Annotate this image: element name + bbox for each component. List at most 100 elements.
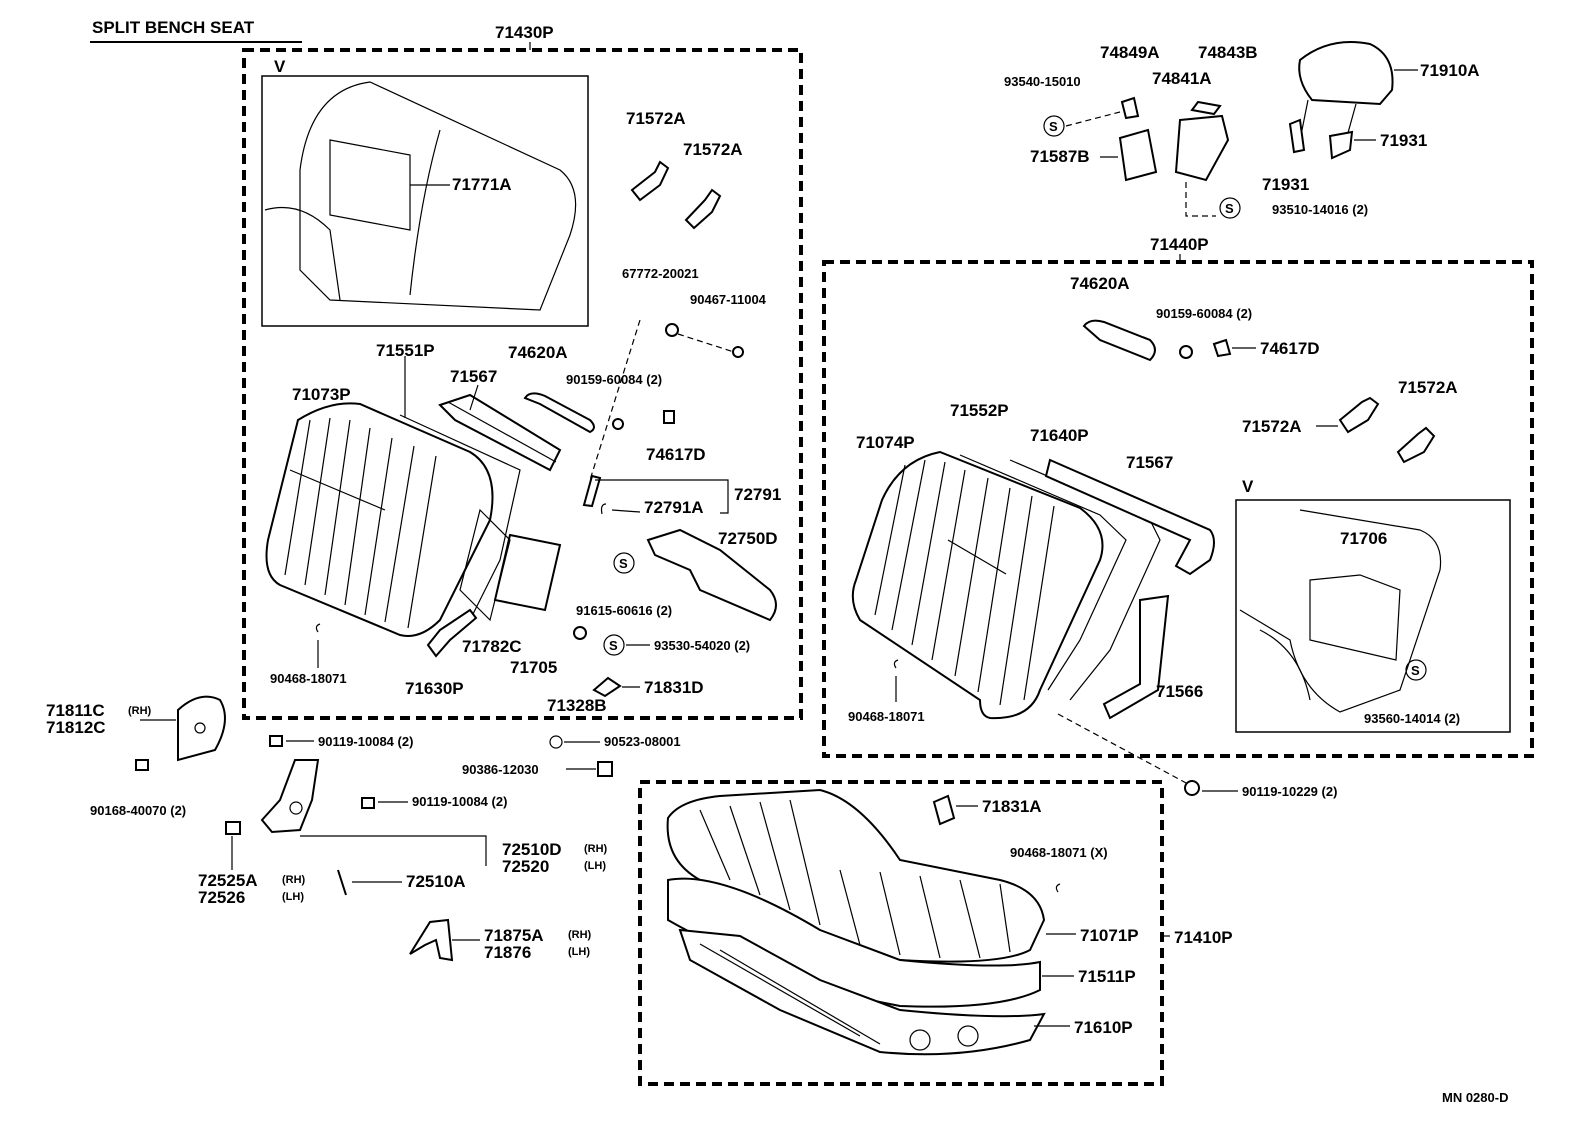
label-lh-71876: (LH) (568, 946, 590, 958)
inset-right-seat (1239, 509, 1442, 713)
label-71610P: 71610P (1074, 1018, 1133, 1037)
label-71567-l: 71567 (450, 367, 497, 386)
frame-hole (957, 1025, 979, 1047)
bolt-90119-a (269, 735, 283, 747)
label-71073P: 71073P (292, 385, 351, 404)
label-74841A: 74841A (1152, 69, 1212, 88)
label-rh-71811C: (RH) (128, 705, 152, 717)
board-71705 (493, 533, 562, 612)
inset-left-letter: V (274, 57, 286, 76)
clip-90467 (732, 346, 744, 358)
s-mark-93540 (1043, 115, 1065, 137)
label-71566: 71566 (1156, 682, 1203, 701)
label-lh-72520: (LH) (584, 860, 606, 872)
label-71551P: 71551P (376, 341, 435, 360)
label-74620A-r: 74620A (1070, 274, 1130, 293)
label-71511P: 71511P (1078, 967, 1136, 986)
seatback-71073P (265, 402, 494, 637)
assembly-71430P-label: 71430P (495, 23, 554, 42)
label-71640P: 71640P (1030, 426, 1089, 445)
dashed-leader (677, 333, 735, 353)
rod-72791 (582, 474, 602, 508)
bolt-90159 (612, 418, 624, 430)
hinge-71630P (426, 608, 478, 658)
label-93540-15010: 93540-15010 (1004, 74, 1081, 89)
label-90119-10084-b: 90119-10084 (2) (412, 794, 507, 809)
label-91615-60616: 91615-60616 (2) (576, 603, 672, 618)
cover-71811C (177, 695, 226, 762)
label-90119-10084-a: 90119-10084 (2) (318, 734, 413, 749)
seatback-71074P (851, 450, 1104, 720)
label-lh-72526: (LH) (282, 891, 304, 903)
assembly-71410P-box (638, 780, 1164, 1086)
frame-71610P (678, 928, 1046, 1056)
label-74843B: 74843B (1198, 43, 1258, 62)
clip-74849A (1120, 96, 1140, 120)
cover-hole (194, 722, 206, 734)
clip-90468-l (315, 623, 321, 633)
cover-74843B (1190, 100, 1222, 116)
panel-71566 (1102, 594, 1170, 720)
leader-line (469, 384, 479, 411)
label-71931-a: 71931 (1262, 175, 1309, 194)
inset-right-box (1235, 499, 1511, 733)
cover-71831A (932, 794, 956, 826)
clip-67772 (665, 323, 679, 337)
s-mark-93530 (603, 634, 625, 656)
support-71931-a (1288, 118, 1306, 154)
clip-74617D-r (1212, 338, 1232, 358)
label-71572A-2: 71572A (683, 140, 743, 159)
label-71875A: 71875A (484, 926, 544, 945)
s-mark-93560 (1405, 659, 1427, 681)
label-93530-54020: 93530-54020 (2) (654, 638, 750, 653)
bolt-90159-r (1179, 345, 1193, 359)
cover-72525A (225, 821, 241, 835)
bracket-71572A-3 (1338, 396, 1380, 434)
label-72525A: 72525A (198, 871, 258, 890)
s-mark-text: S (609, 638, 618, 653)
label-90468-18071-r: 90468-18071 (848, 709, 925, 724)
label-93560-14014: 93560-14014 (2) (1364, 711, 1460, 726)
cover-71587B (1118, 128, 1158, 182)
screw-90168 (135, 759, 149, 771)
frame-71567-detail (447, 401, 557, 463)
cover-71875A (409, 918, 454, 962)
clip-90468-r (893, 659, 899, 669)
label-71705: 71705 (510, 658, 557, 677)
label-71910A: 71910A (1420, 61, 1480, 80)
s-mark-93510 (1219, 197, 1241, 219)
label-74849A: 74849A (1100, 43, 1160, 62)
bracket-71572A-4 (1396, 426, 1436, 464)
label-74617D-r: 74617D (1260, 339, 1320, 358)
pad-71552P (959, 454, 1127, 691)
frame-71567-r (1044, 458, 1215, 576)
bracket-71782C (459, 508, 511, 622)
assembly-71430P-box (242, 48, 803, 720)
leader-bracket (300, 835, 487, 866)
label-71782C: 71782C (462, 637, 522, 656)
guide-74841A (1174, 114, 1230, 182)
assembly-71440P-label: 71440P (1150, 235, 1209, 254)
label-67772-20021: 67772-20021 (622, 266, 699, 281)
dashed-leader (1185, 182, 1216, 217)
nut-90386 (597, 761, 613, 777)
s-mark-text: S (1411, 663, 1420, 678)
recliner-pivot (289, 801, 303, 815)
frame-spring (699, 943, 861, 1037)
bracket-71572A-2 (684, 188, 722, 230)
clip-72791A (600, 503, 607, 515)
label-72520: 72520 (502, 857, 549, 876)
leader-line (611, 509, 641, 513)
dashed-leader (1065, 111, 1121, 127)
label-90168-40070: 90168-40070 (2) (90, 803, 186, 818)
label-71567-r: 71567 (1126, 453, 1173, 472)
label-90386-12030: 90386-12030 (462, 762, 539, 777)
inset-right-letter: V (1242, 477, 1254, 496)
bolt-90119-10229 (1184, 780, 1200, 796)
washer-90523 (549, 735, 563, 749)
label-rh-72510D: (RH) (584, 843, 608, 855)
label-rh-71875A: (RH) (568, 929, 592, 941)
headrest-71910A (1298, 41, 1394, 106)
s-mark-text: S (1225, 201, 1234, 216)
